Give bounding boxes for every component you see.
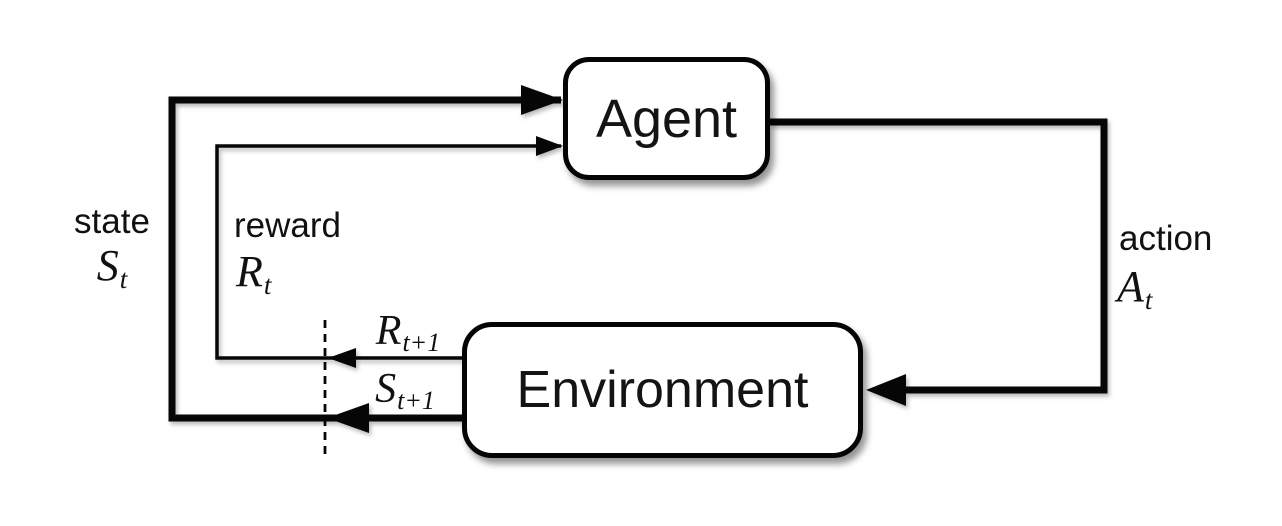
environment-node-label: Environment — [516, 361, 809, 419]
reward-label: reward — [234, 206, 341, 245]
state-flow-line — [168, 96, 561, 422]
next-state-symbol: St+1 — [355, 366, 455, 414]
reward-symbol: Rt — [236, 247, 271, 299]
next-reward-symbol-subscript: t+1 — [402, 328, 441, 358]
environment-node: Environment — [462, 322, 863, 458]
next-reward-symbol: Rt+1 — [358, 308, 458, 356]
state-symbol: St — [62, 241, 162, 293]
reward-symbol-base: R — [236, 247, 263, 296]
state-symbol-subscript: t — [119, 263, 128, 294]
wire-group — [168, 85, 1108, 433]
next-state-symbol-base: S — [375, 366, 397, 412]
state-into-agent-arrowhead-icon — [521, 85, 563, 115]
next-reward-symbol-base: R — [375, 308, 402, 354]
action-symbol: At — [1117, 262, 1152, 314]
action-symbol-base: A — [1117, 262, 1144, 311]
agent-node: Agent — [563, 57, 770, 180]
reward-into-agent-arrowhead-icon — [536, 136, 563, 156]
state-symbol-base: S — [96, 241, 119, 290]
action-into-environment-arrowhead-icon — [866, 374, 906, 406]
state-label: state — [74, 202, 150, 241]
action-symbol-subscript: t — [1144, 284, 1153, 315]
action-label: action — [1119, 219, 1213, 258]
next-reward-arrowhead-icon — [328, 348, 356, 368]
action-flow-line — [770, 118, 1108, 394]
next-state-arrowhead-icon — [327, 403, 369, 433]
reward-symbol-subscript: t — [263, 269, 272, 300]
agent-node-label: Agent — [595, 88, 738, 149]
next-state-symbol-subscript: t+1 — [397, 386, 435, 416]
